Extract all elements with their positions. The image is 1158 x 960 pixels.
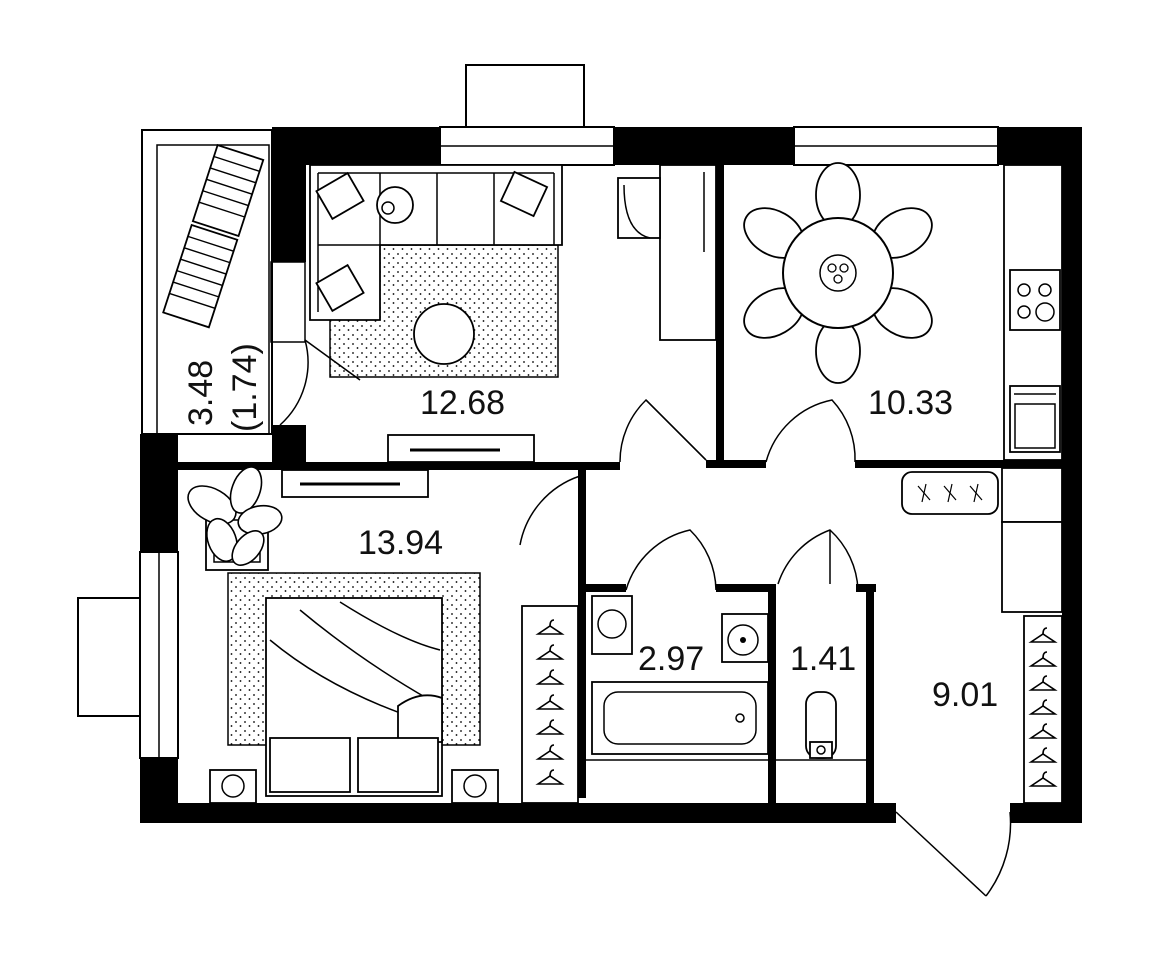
bathtub-icon [591,681,769,755]
walls [140,127,1082,823]
bed-icon [209,597,499,804]
living-room-area-label: 12.68 [420,384,505,422]
bedroom-area-label: 13.94 [358,524,443,562]
hallway-fixtures [895,467,1063,897]
bedroom-furniture [187,466,581,804]
toilet-area-label: 1.41 [790,640,856,678]
balcony [141,129,361,435]
stove-icon [1009,269,1061,331]
entrance-door [895,811,1012,897]
plant-icon [187,466,283,571]
dining-table-icon [743,162,933,384]
kitchen-area-label: 10.33 [868,384,953,422]
bathroom-fixtures [586,529,769,761]
coat-rack-icon [1023,615,1063,804]
bathroom-area-label: 2.97 [638,640,704,678]
tv-stand-icon [387,434,535,463]
balcony-area-secondary-label: (1.74) [226,343,264,432]
living-room-furniture [309,164,717,463]
desk-icon [617,164,717,341]
wardrobe-icon [521,605,579,804]
area-labels: 3.48 (1.74) 12.68 10.33 13.94 2.97 1.41 … [182,343,998,714]
kitchen-furniture [743,162,1063,463]
sunbed-icon [162,143,265,329]
balcony-area-label: 3.48 [182,360,220,426]
hallway-area-label: 9.01 [932,676,998,714]
toilet-fixtures [776,529,866,761]
sink-icon [721,613,769,663]
sofa-icon [309,164,563,321]
toilet-icon [805,691,837,759]
oven-icon [1009,385,1061,453]
